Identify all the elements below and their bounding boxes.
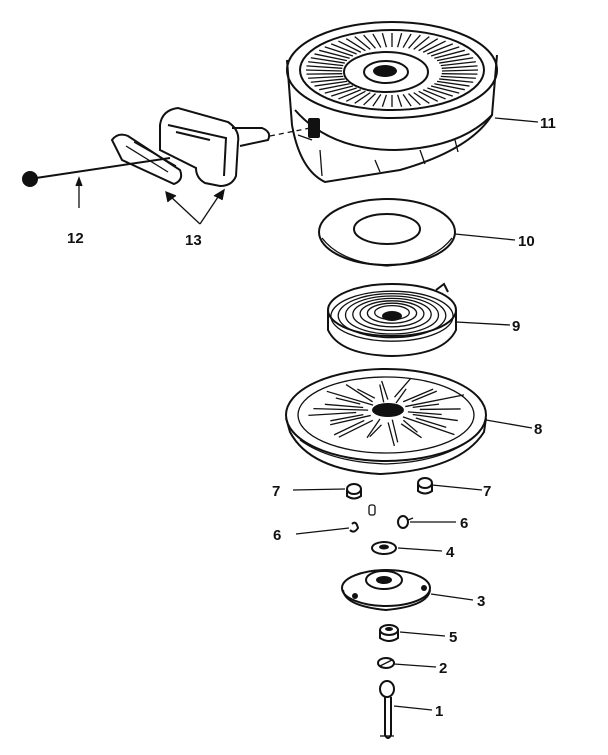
callout-6-right: 6 xyxy=(460,515,468,532)
callout-9: 9 xyxy=(512,318,520,335)
retainer-3-part xyxy=(341,569,431,612)
pulley-part xyxy=(285,368,487,476)
cover-plate-part xyxy=(318,198,456,267)
washer-2-part xyxy=(377,657,395,669)
callout-8: 8 xyxy=(534,421,542,438)
callout-10: 10 xyxy=(518,233,535,250)
callout-3: 3 xyxy=(477,593,485,610)
recoil-spring-part xyxy=(327,282,457,358)
washer-4-part xyxy=(371,541,397,555)
pawl-left-part xyxy=(346,483,376,516)
callout-4: 4 xyxy=(446,544,455,561)
starter-housing-part xyxy=(286,21,498,184)
callout-11: 11 xyxy=(540,115,556,132)
callout-2: 2 xyxy=(439,660,447,677)
starter-rope-part xyxy=(22,127,311,187)
pawl-spring-left-part xyxy=(349,521,360,533)
callout-7-right: 7 xyxy=(483,483,491,500)
starter-handle-part xyxy=(110,106,271,188)
callout-5: 5 xyxy=(449,629,457,646)
callout-13: 13 xyxy=(185,232,202,249)
nut-5-part xyxy=(379,624,399,642)
callout-12: 12 xyxy=(67,230,84,247)
callout-labels: 11 10 9 8 7 7 6 6 4 3 5 2 1 12 13 xyxy=(67,115,556,720)
callout-7-left: 7 xyxy=(272,483,280,500)
screw-1-part xyxy=(379,680,395,739)
callout-6-left: 6 xyxy=(273,527,281,544)
leader-lines xyxy=(75,117,539,711)
pawl-spring-right-part xyxy=(397,515,414,529)
callout-1: 1 xyxy=(435,703,443,720)
pawl-right-part xyxy=(417,477,433,495)
